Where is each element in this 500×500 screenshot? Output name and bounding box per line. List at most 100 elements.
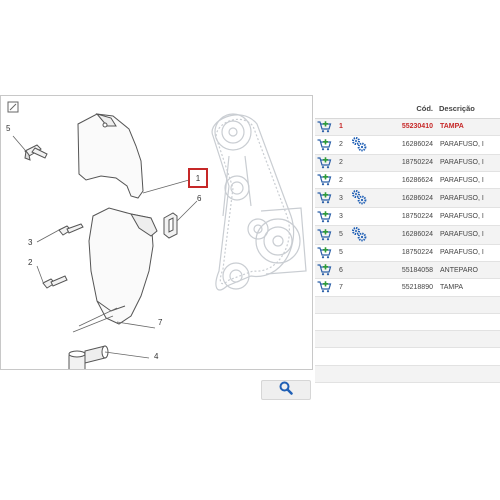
empty-cell: [337, 347, 351, 366]
callout-5[interactable]: 5: [6, 124, 11, 133]
zoom-button[interactable]: [261, 380, 311, 400]
add-to-cart-icon[interactable]: [315, 135, 337, 155]
add-to-cart-icon[interactable]: [315, 244, 337, 262]
row-part-code: 18750224: [373, 244, 439, 262]
add-to-cart-icon[interactable]: [315, 225, 337, 245]
row-part-code: 16286024: [373, 188, 439, 209]
empty-table-row: [315, 313, 500, 332]
row-description: PARAFUSO, I: [439, 225, 500, 245]
callout-4[interactable]: 4: [154, 352, 159, 361]
row-description: PARAFUSO, I: [439, 244, 500, 262]
bracket-part: [163, 212, 178, 239]
header-position: [337, 100, 351, 119]
row-description: PARAFUSO, I: [439, 154, 500, 173]
row-part-code: 55184058: [373, 261, 439, 280]
header-group: [351, 100, 373, 119]
add-to-cart-icon[interactable]: [315, 207, 337, 226]
bolt-2-part: [42, 275, 68, 289]
empty-cell: [373, 313, 439, 332]
stud-4-part: [68, 345, 109, 369]
empty-cell: [337, 365, 351, 384]
row-position: 3: [337, 207, 351, 226]
row-position: 3: [337, 188, 351, 209]
empty-cell: [439, 365, 500, 384]
callout-2[interactable]: 2: [28, 258, 33, 267]
row-part-code: 55218890: [373, 278, 439, 297]
empty-cell: [439, 296, 500, 314]
add-to-cart-icon[interactable]: [315, 188, 337, 209]
row-part-code: 16286624: [373, 171, 439, 190]
parts-diagram: [12, 113, 307, 369]
gears-icon[interactable]: [351, 135, 373, 155]
bolt-3-part: [58, 223, 84, 236]
row-description: PARAFUSO, I: [439, 135, 500, 155]
callout-7[interactable]: 7: [158, 318, 163, 327]
empty-cell: [351, 365, 373, 384]
header-description[interactable]: Descrição: [439, 100, 500, 119]
empty-cell: [351, 330, 373, 349]
row-position: 2: [337, 171, 351, 190]
parts-diagram-panel: 5 1 6 3 2 7 4: [0, 95, 313, 370]
row-part-code: 16286024: [373, 135, 439, 155]
row-position: 5: [337, 225, 351, 245]
bolt-5-part: [24, 144, 48, 161]
empty-cell: [337, 296, 351, 314]
callout-6[interactable]: 6: [197, 194, 202, 203]
add-to-cart-icon[interactable]: [315, 171, 337, 190]
upper-cover-part: [77, 113, 144, 199]
empty-table-row: [315, 330, 500, 349]
group-cell: [351, 244, 373, 262]
empty-table-row: [315, 347, 500, 366]
row-description: PARAFUSO, I: [439, 207, 500, 226]
row-part-code: 55230410: [373, 118, 439, 136]
row-part-code: 18750224: [373, 154, 439, 173]
add-to-cart-icon[interactable]: [315, 278, 337, 297]
row-description: PARAFUSO, I: [439, 188, 500, 209]
header-code[interactable]: Cód.: [373, 100, 439, 119]
empty-cell: [315, 347, 337, 366]
callout-3[interactable]: 3: [28, 238, 33, 247]
row-part-code: 18750224: [373, 207, 439, 226]
empty-cell: [373, 296, 439, 314]
row-description: TAMPA: [439, 278, 500, 297]
group-cell: [351, 154, 373, 173]
empty-cell: [351, 347, 373, 366]
add-to-cart-icon[interactable]: [315, 154, 337, 173]
empty-cell: [439, 330, 500, 349]
row-description: ANTEPARO: [439, 261, 500, 280]
add-to-cart-icon[interactable]: [315, 261, 337, 280]
magnifier-icon: [279, 381, 293, 400]
lower-cover-part: [88, 207, 158, 325]
gears-icon[interactable]: [351, 225, 373, 245]
row-description: PARAFUSO, I: [439, 171, 500, 190]
row-position: 6: [337, 261, 351, 280]
empty-cell: [373, 365, 439, 384]
empty-cell: [337, 330, 351, 349]
timing-belt-illustration: [211, 113, 307, 291]
add-to-cart-icon[interactable]: [315, 118, 337, 136]
row-description: TAMPA: [439, 118, 500, 136]
empty-cell: [337, 313, 351, 332]
group-cell: [351, 171, 373, 190]
row-position: 7: [337, 278, 351, 297]
gears-icon[interactable]: [351, 188, 373, 209]
empty-cell: [315, 330, 337, 349]
group-cell: [351, 118, 373, 136]
group-cell: [351, 278, 373, 297]
empty-cell: [315, 313, 337, 332]
callout-1-selected[interactable]: 1: [188, 168, 208, 188]
empty-cell: [439, 347, 500, 366]
row-position: 2: [337, 135, 351, 155]
